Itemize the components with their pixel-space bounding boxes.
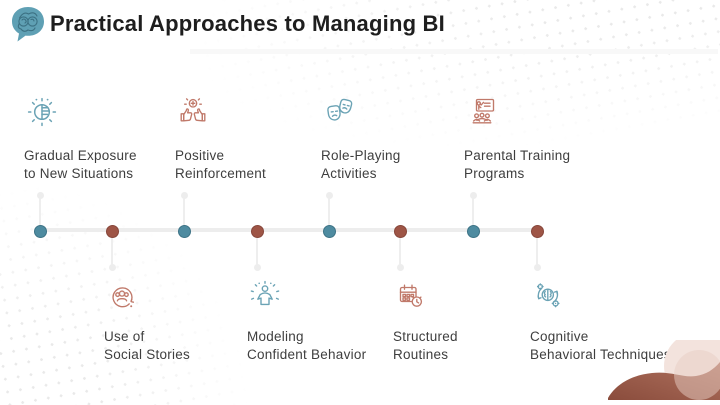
timeline-item-social-stories: Use of Social Stories (104, 279, 190, 364)
item-label: Role-Playing Activities (321, 148, 401, 181)
connector-up-3 (328, 198, 330, 228)
connector-endpoint (108, 264, 116, 271)
item-label: Parental Training Programs (464, 148, 571, 181)
timeline-dot-5 (322, 225, 336, 238)
timeline-item-modeling-confident-behavior: Modeling Confident Behavior (247, 279, 366, 364)
item-label: Gradual Exposure to New Situations (24, 148, 137, 181)
timeline-dot-7 (466, 225, 480, 238)
title-underline (190, 49, 718, 54)
parental-training-icon (464, 94, 570, 135)
timeline-dot-1 (33, 225, 47, 238)
timeline-item-role-playing: Role-Playing Activities (321, 94, 401, 183)
timeline-item-gradual-exposure: Gradual Exposure to New Situations (24, 94, 137, 183)
timeline-item-structured-routines: Structured Routines (393, 279, 458, 364)
timeline-dot-4 (250, 225, 264, 238)
connector-endpoint (469, 192, 477, 199)
timeline-dot-8 (530, 225, 544, 238)
speech-bubble-icon (9, 5, 47, 50)
timeline-item-cognitive-behavioral: Cognitive Behavioral Techniques (530, 279, 671, 364)
timeline-dot-6 (393, 225, 407, 238)
timeline-line (36, 228, 543, 232)
connector-down-3 (399, 234, 401, 265)
connector-endpoint (325, 192, 333, 199)
item-label: Cognitive Behavioral Techniques (530, 329, 671, 362)
connector-down-1 (111, 234, 113, 265)
connector-endpoint (396, 264, 404, 271)
gradual-exposure-icon (24, 94, 137, 135)
connector-endpoint (253, 264, 261, 271)
calendar-clock-icon (393, 279, 458, 320)
connector-endpoint (36, 192, 44, 199)
connector-up-2 (183, 198, 185, 228)
confident-person-icon (247, 279, 366, 320)
connector-down-2 (256, 234, 258, 265)
item-label: Positive Reinforcement (175, 148, 267, 181)
social-stories-icon (104, 279, 190, 320)
positive-reinforcement-icon (175, 94, 266, 135)
timeline-item-parental-training: Parental Training Programs (464, 94, 570, 183)
brain-gears-icon (530, 279, 671, 320)
connector-down-4 (536, 234, 538, 265)
timeline-dot-3 (177, 225, 191, 238)
item-label: Structured Routines (393, 329, 458, 362)
timeline-dot-2 (105, 225, 119, 238)
timeline-item-positive-reinforcement: Positive Reinforcement (175, 94, 266, 183)
connector-up-4 (472, 198, 474, 228)
corner-blob-decoration (588, 332, 720, 405)
connector-up-1 (39, 198, 41, 228)
role-playing-masks-icon (321, 94, 401, 135)
connector-endpoint (180, 192, 188, 199)
page-title: Practical Approaches to Managing BI (50, 11, 445, 36)
item-label: Use of Social Stories (104, 329, 191, 362)
item-label: Modeling Confident Behavior (247, 329, 367, 362)
connector-endpoint (533, 264, 541, 271)
